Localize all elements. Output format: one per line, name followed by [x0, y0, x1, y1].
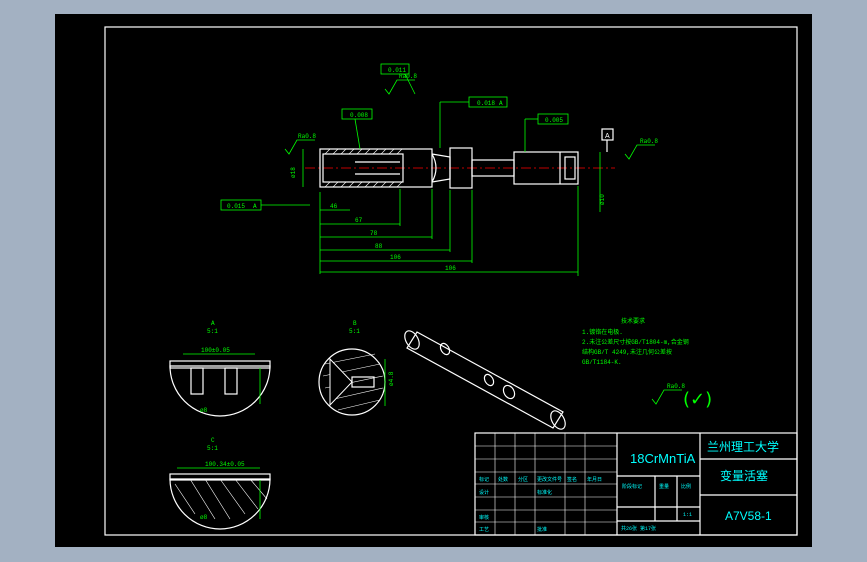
sec-a-dim2: ø8: [200, 407, 208, 414]
tech-title: 技术要求: [621, 317, 645, 325]
title-block: 标记 处数 分区 更改文件号 签名 年月日 设计 标准化 审核 工艺 批准 18…: [474, 432, 798, 536]
dim-d4: 88: [375, 243, 383, 250]
dimension-lines: 46 67 78 88 106 106 ø18 ø10: [290, 149, 606, 276]
piston-end: [513, 151, 579, 185]
rough-right: Ra0.8: [640, 138, 658, 145]
sec-c-scale: 5:1: [207, 445, 218, 452]
sec-c-dim: 100.34±0.05: [205, 461, 245, 468]
tb-scale-label: 比例: [681, 483, 691, 490]
tb-part-name: 变量活塞: [720, 468, 768, 483]
rough-tail: Ra0.8: [667, 383, 685, 390]
tolerance-frames: 0.011 0.008 0.018 A 0.005 A 0.015 A: [220, 63, 614, 211]
tb-material: 18CrMnTiA: [630, 451, 696, 466]
tb-school: 兰州理工大学: [707, 439, 779, 454]
tech-line1: 1.镀铬在电极.: [582, 328, 623, 336]
perp-tol: 0.015: [227, 203, 245, 210]
tb-scale: 1:1: [683, 512, 692, 518]
datum-label: A: [605, 133, 610, 140]
sec-a-label: A: [211, 320, 215, 327]
section-view-b: B 5:1 ø4.8: [318, 320, 395, 416]
piston-bore: [322, 153, 404, 183]
sec-a-scale: 5:1: [207, 328, 218, 335]
sec-c-dim2: ø8: [200, 514, 208, 521]
piston-main-view: [305, 147, 615, 189]
circ2-tol: 0.005: [545, 117, 563, 124]
dim-d6: 106: [445, 265, 456, 272]
tb-r1-c2: 处数: [498, 476, 508, 483]
perp-datum: A: [253, 203, 257, 210]
tb-weight-label: 重量: [659, 483, 669, 490]
dim-dia-left: ø18: [290, 167, 297, 178]
tech-line3: 结构GB/T 4249,未注几何公差按: [582, 348, 672, 356]
rough-general-symbol: (✓): [683, 389, 712, 410]
tb-r1-c1: 标记: [479, 476, 489, 483]
runout-datum: A: [499, 100, 503, 107]
tb-r3-c1: 审核: [479, 514, 489, 521]
runout-tol: 0.018: [477, 100, 495, 107]
tb-r1-c5: 签名: [567, 476, 577, 483]
tb-drawing-no: A7V58-1: [725, 509, 772, 523]
sec-b-dim: ø4.8: [388, 371, 395, 386]
tb-r4-c4: 批准: [537, 526, 547, 533]
tb-r4-c1: 工艺: [479, 527, 489, 533]
section-view-a: A 5:1 100±0.05 ø8: [169, 320, 271, 417]
sec-b-label: B: [353, 320, 357, 327]
dim-d5: 106: [390, 254, 401, 261]
tb-r1-c3: 分区: [518, 476, 528, 483]
dim-d1: 46: [330, 203, 338, 210]
sec-c-label: C: [211, 437, 215, 444]
tb-r2-c1: 设计: [479, 489, 489, 496]
rough-top: Ra0.8: [399, 73, 417, 80]
tech-line2: 2.未注公差尺寸按GB/T1804-m,合金钢: [582, 338, 689, 346]
drawing-canvas: 46 67 78 88 106 106 ø18 ø10 0.011 0.008 …: [104, 26, 798, 536]
tb-sheets: 共26张 第17张: [621, 525, 656, 532]
drawing-border: [104, 26, 798, 536]
roughness-marks: Ra0.8 Ra0.8 Ra0.8 Ra0.8: [284, 73, 685, 405]
circ1-tol: 0.008: [350, 112, 368, 119]
tech-line4: GB/T1184-K.: [582, 359, 622, 366]
sec-b-scale: 5:1: [349, 328, 360, 335]
dim-d3: 78: [370, 230, 378, 237]
tb-r1-c4: 更改文件号: [537, 476, 562, 483]
dim-d2: 67: [355, 217, 363, 224]
dim-dia-right: ø10: [599, 194, 606, 205]
tb-r2-c4: 标准化: [537, 489, 552, 496]
sec-a-dim: 100±0.05: [201, 347, 230, 354]
flatness-tol: 0.011: [388, 67, 406, 74]
piston-body: [319, 148, 433, 188]
rough-left: Ra0.8: [298, 133, 316, 140]
tech-requirements: 技术要求 1.镀铬在电极. 2.未注公差尺寸按GB/T1804-m,合金钢 结构…: [582, 317, 689, 366]
tb-stage-label: 阶段标记: [622, 483, 642, 490]
section-view-c: C 5:1 100.34±0.05 ø8: [169, 437, 271, 530]
cad-viewport[interactable]: 46 67 78 88 106 106 ø18 ø10 0.011 0.008 …: [55, 14, 812, 547]
tb-r1-c6: 年月日: [587, 476, 602, 483]
isometric-part: [404, 330, 566, 430]
